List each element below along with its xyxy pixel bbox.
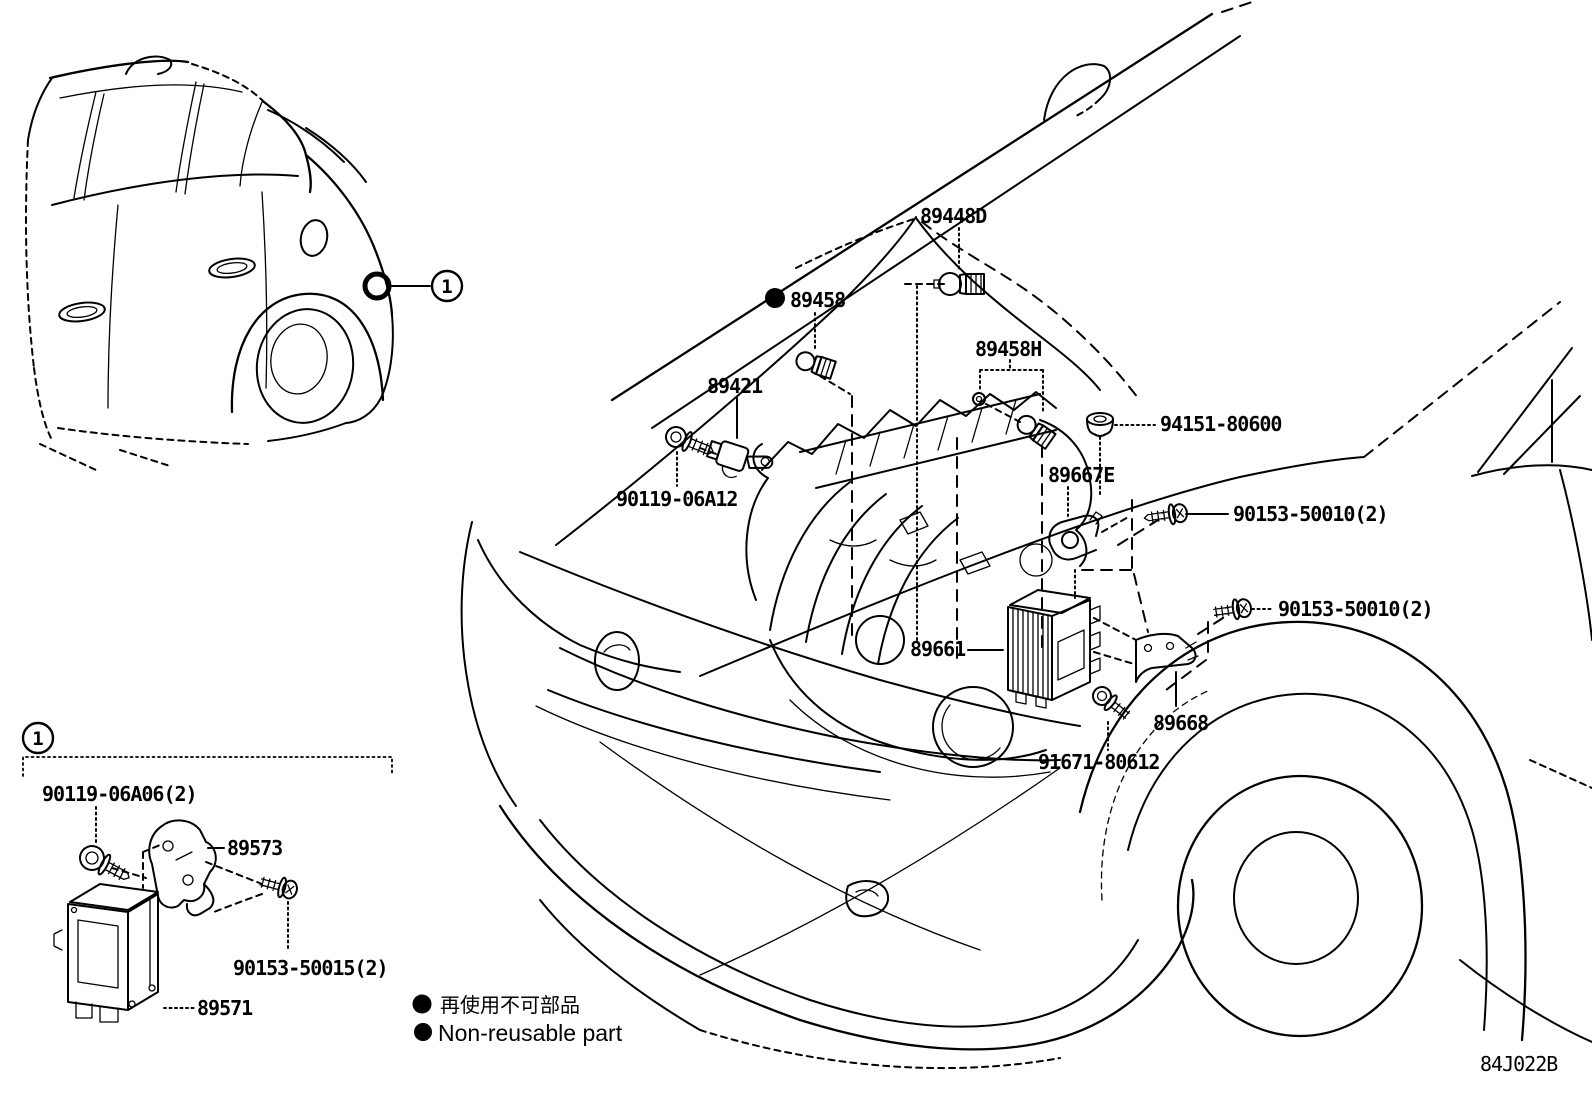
ecm-89661-icon bbox=[1007, 589, 1101, 709]
bolt-90119-06a12-icon bbox=[665, 426, 714, 456]
location-marker-callout-1[interactable]: 1 bbox=[362, 269, 464, 303]
part-number-89421[interactable]: 89421 bbox=[707, 374, 764, 398]
front-car-illustration bbox=[460, 0, 1592, 1070]
bracket-89668-icon bbox=[1135, 632, 1199, 683]
part-89661: 89661 bbox=[910, 589, 1137, 709]
fog-lamp bbox=[845, 880, 889, 918]
part-number-91671-80612[interactable]: 91671-80612 bbox=[1038, 750, 1160, 774]
toyota-emblem bbox=[594, 631, 640, 691]
part-number-89667e[interactable]: 89667E bbox=[1048, 463, 1115, 487]
bracket-89573-icon bbox=[148, 819, 217, 917]
fuel-lid bbox=[299, 219, 329, 257]
part-89448d: 89448D bbox=[904, 204, 988, 296]
cam-sensor-89421-icon bbox=[705, 440, 774, 479]
part-number-90153-50010-lower[interactable]: 90153-50010(2) bbox=[1278, 597, 1434, 621]
figure-code: 84J022B bbox=[1480, 1052, 1558, 1076]
rear-car-illustration bbox=[25, 55, 394, 471]
part-90119-06a12: 90119-06A12 bbox=[616, 426, 738, 511]
detail-1-section: 1 bbox=[21, 721, 393, 777]
part-90153-50015: 90153-50015(2) bbox=[213, 876, 389, 980]
screw-90153-50015-icon bbox=[259, 876, 298, 900]
part-89667e: 89667E bbox=[1048, 463, 1131, 599]
part-89458h: 89458H bbox=[972, 337, 1057, 450]
part-number-89458[interactable]: 89458 bbox=[790, 288, 846, 312]
part-number-89458h[interactable]: 89458H bbox=[975, 337, 1042, 361]
ecu-89571-icon bbox=[53, 883, 159, 1023]
part-89573: 89573 bbox=[142, 819, 283, 917]
legend-non-reusable-jp: 再使用不可部品 bbox=[440, 993, 580, 1017]
clamp-89667e-icon bbox=[1048, 511, 1103, 561]
screw-90153-50010-lower-icon bbox=[1213, 598, 1252, 621]
part-number-89448d[interactable]: 89448D bbox=[920, 204, 988, 228]
part-number-90153-50010-upper[interactable]: 90153-50010(2) bbox=[1233, 502, 1389, 526]
part-number-89668[interactable]: 89668 bbox=[1153, 711, 1209, 735]
non-reusable-legend-dot-jp-icon bbox=[412, 994, 432, 1014]
sensor-89448d-icon bbox=[933, 272, 985, 296]
location-marker-circle bbox=[362, 271, 392, 301]
part-number-90119-06a12[interactable]: 90119-06A12 bbox=[616, 487, 738, 511]
non-reusable-dot-icon bbox=[765, 288, 785, 308]
part-94151-80600: 94151-80600 bbox=[1086, 412, 1282, 496]
sensor-89458h-icon bbox=[1016, 414, 1057, 450]
part-number-90119-06a06[interactable]: 90119-06A06(2) bbox=[42, 782, 198, 806]
callout-1-number[interactable]: 1 bbox=[441, 276, 452, 298]
non-reusable-legend-dot-en-icon bbox=[414, 1023, 432, 1041]
part-number-89571[interactable]: 89571 bbox=[197, 996, 254, 1020]
part-89458: 89458 bbox=[765, 288, 846, 380]
sensor-89458-icon bbox=[795, 351, 837, 380]
bolt-91671-80612-icon bbox=[1092, 686, 1131, 720]
legend-non-reusable-en: Non-reusable part bbox=[438, 1020, 623, 1046]
part-91671-80612: 91671-80612 bbox=[1038, 686, 1160, 774]
part-90153-50010-lower: 90153-50010(2) bbox=[1213, 597, 1434, 621]
screw-90153-50010-upper-icon bbox=[1143, 503, 1188, 526]
callout-1-detail-number[interactable]: 1 bbox=[32, 728, 43, 750]
part-89421: 89421 bbox=[705, 374, 774, 479]
part-89668: 89668 bbox=[1081, 499, 1227, 735]
bolt-90119-06a06-icon bbox=[79, 845, 130, 881]
legend: 再使用不可部品 Non-reusable part bbox=[412, 993, 623, 1046]
part-90153-50010-upper: 90153-50010(2) bbox=[1143, 502, 1389, 526]
part-number-94151-80600[interactable]: 94151-80600 bbox=[1160, 412, 1282, 436]
part-number-89661[interactable]: 89661 bbox=[910, 637, 967, 661]
part-90119-06a06: 90119-06A06(2) bbox=[42, 782, 198, 881]
sensor-grommet-icon bbox=[972, 392, 986, 406]
part-number-90153-50015[interactable]: 90153-50015(2) bbox=[233, 956, 389, 980]
part-number-89573[interactable]: 89573 bbox=[227, 836, 283, 860]
part-89571: 89571 bbox=[53, 883, 254, 1023]
nut-94151-80600-icon bbox=[1086, 412, 1114, 437]
